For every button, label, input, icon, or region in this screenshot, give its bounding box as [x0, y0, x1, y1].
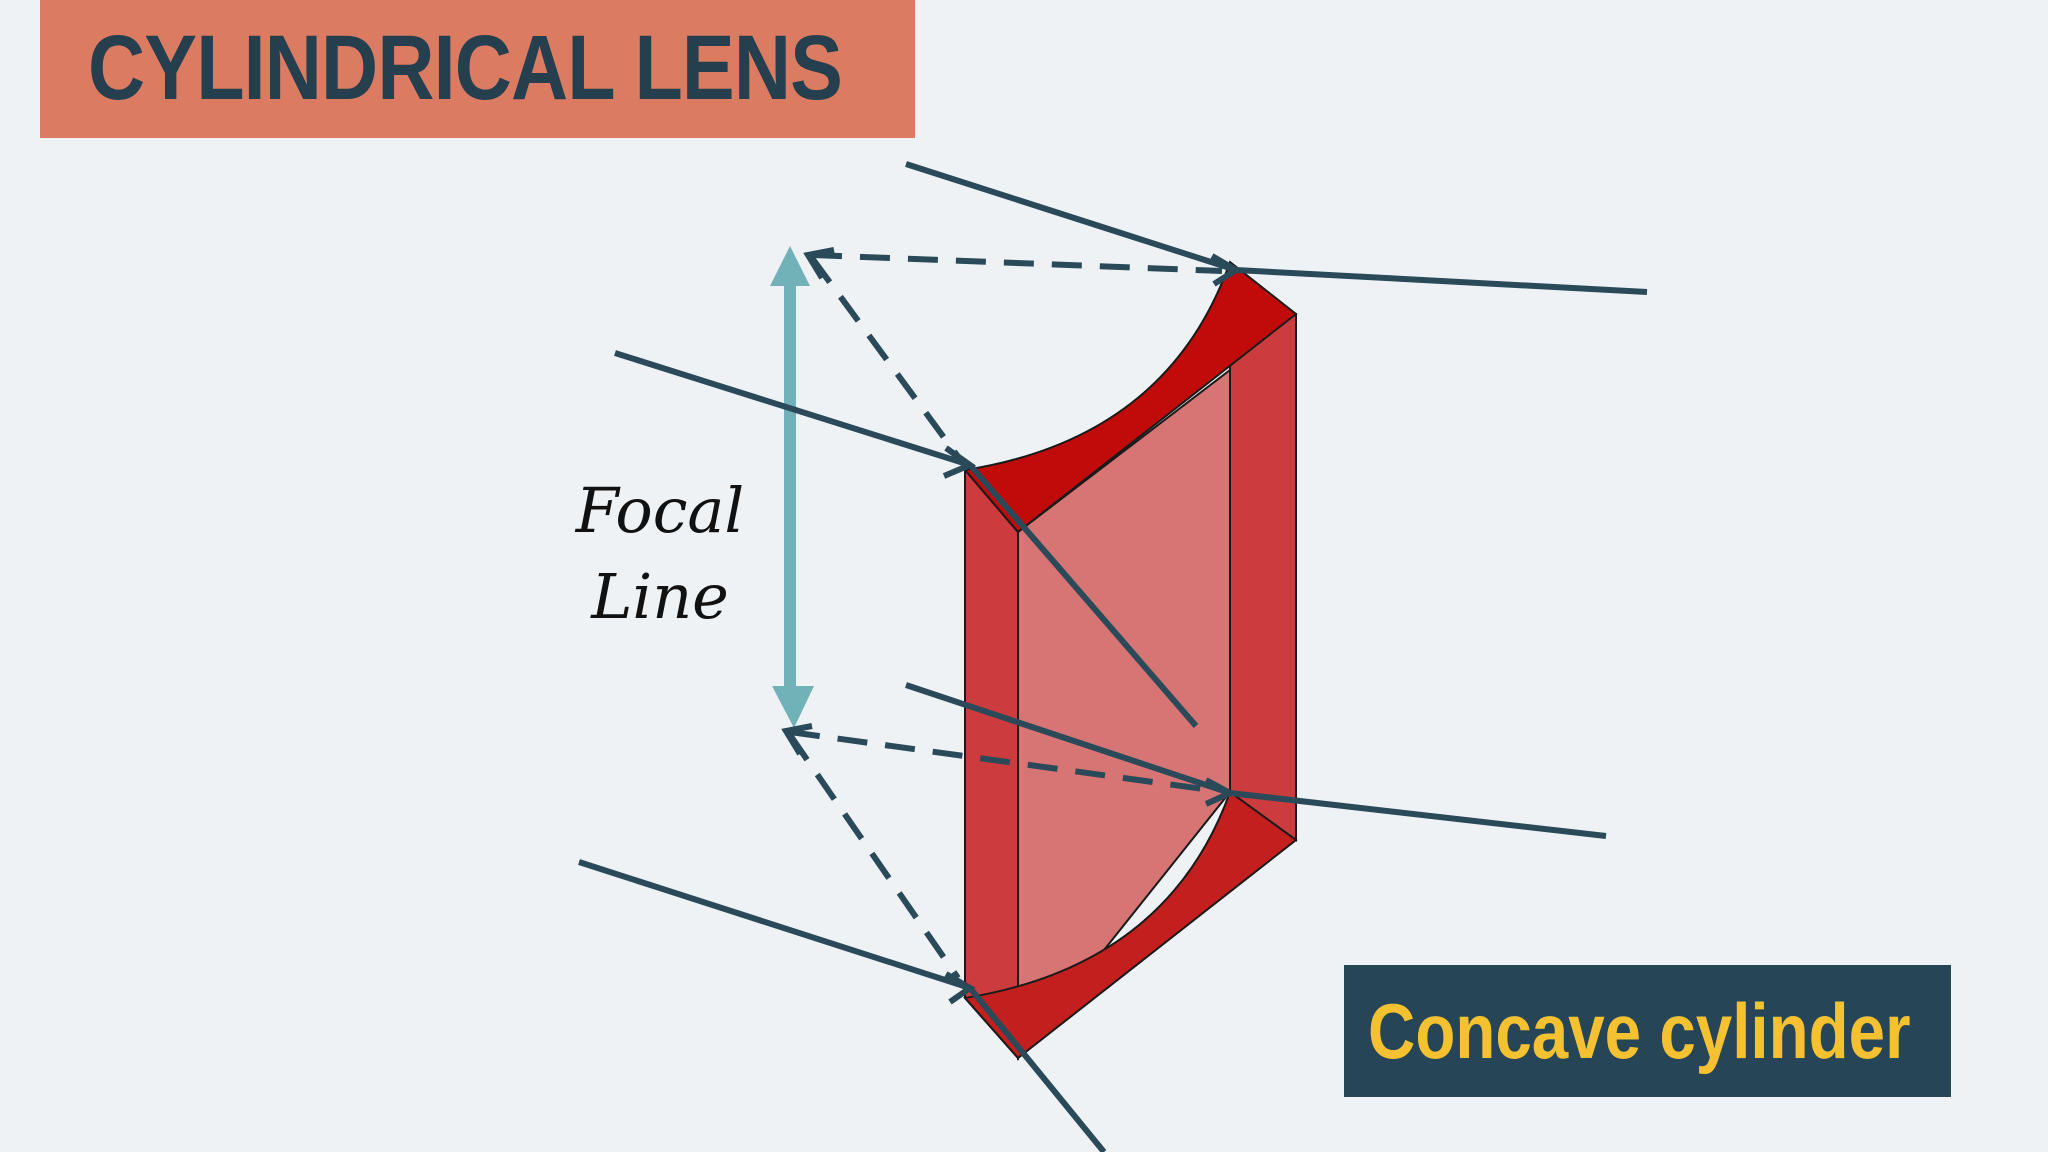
concave-cylinder-lens: [963, 260, 1298, 1061]
virtual-ray-bottom-horizontal: [789, 729, 1219, 794]
virtual-arrowheads: [781, 247, 835, 756]
subtitle-box: Concave cylinder: [1344, 965, 1951, 1097]
focal-label-line1: Focal: [575, 474, 745, 547]
virtual-ray-top-diagonal: [809, 256, 965, 464]
light-rays: [578, 161, 1648, 1152]
ray-lower-incident: [905, 682, 1231, 796]
ray-top-refracted: [1235, 267, 1648, 295]
virtual-ray-top-horizontal: [811, 252, 1223, 274]
ray-upper-through: [967, 463, 1199, 728]
ray-bottom-through: [967, 986, 1107, 1152]
ray-bottom-incident: [578, 859, 971, 991]
virtual-ray-bottom-diagonal: [787, 733, 961, 980]
focal-label-line2: Line: [591, 560, 729, 633]
lens-right-face: [1229, 310, 1297, 842]
ray-lower-refracted: [1229, 790, 1607, 839]
title-banner: CYLINDRICAL LENS: [40, 0, 915, 138]
ray-top-incident: [905, 161, 1237, 273]
lens-left-face: [964, 467, 1019, 1061]
subtitle-text: Concave cylinder: [1368, 987, 1911, 1075]
page-title: CYLINDRICAL LENS: [88, 17, 843, 119]
focal-line-label: Focal Line: [540, 468, 780, 640]
ray-arrowheads: [942, 253, 1242, 1005]
ray-upper-incident: [614, 350, 971, 468]
virtual-rays: [787, 252, 1223, 980]
focal-line-arrow: [770, 246, 814, 728]
